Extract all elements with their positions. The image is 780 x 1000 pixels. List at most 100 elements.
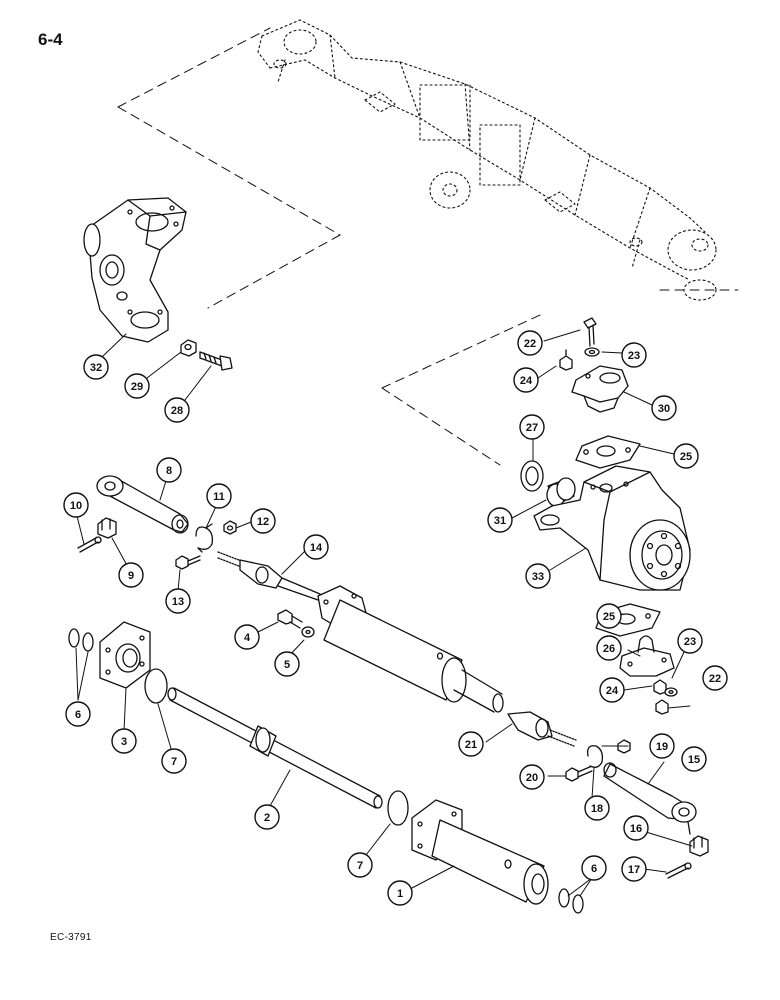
leader-lines bbox=[75, 329, 693, 897]
svg-text:24: 24 bbox=[606, 685, 619, 697]
callout-17: 17 bbox=[621, 856, 647, 882]
inner-tie-rod-part-21 bbox=[507, 711, 577, 747]
ball-joint-part-26 bbox=[619, 635, 675, 677]
knuckle-housing-part-32 bbox=[83, 197, 187, 343]
bolt-part-20 bbox=[565, 765, 593, 782]
callout-14: 14 bbox=[303, 534, 329, 560]
callout-23-lower: 23 bbox=[677, 628, 703, 654]
callout-31: 31 bbox=[487, 507, 513, 533]
callout-23-upper: 23 bbox=[621, 342, 647, 368]
callout-bubbles: 32 29 28 22 23 24 30 27 25 31 33 8 10 9 … bbox=[63, 330, 728, 906]
nut-part-29 bbox=[180, 339, 197, 357]
nut-part-12 bbox=[223, 520, 237, 535]
tie-rod-end-part-15 bbox=[603, 762, 697, 835]
castle-nut-part-9 bbox=[97, 517, 117, 539]
svg-text:24: 24 bbox=[520, 375, 533, 387]
washer-part-23-lower bbox=[664, 687, 678, 697]
svg-text:28: 28 bbox=[171, 405, 183, 417]
steering-knuckle-part-33 bbox=[533, 465, 691, 591]
grease-nipple-part-24-lower bbox=[653, 679, 667, 695]
castle-nut-part-16 bbox=[689, 835, 709, 857]
svg-text:22: 22 bbox=[709, 673, 721, 685]
svg-text:15: 15 bbox=[688, 754, 700, 766]
svg-text:19: 19 bbox=[656, 741, 668, 753]
callout-12: 12 bbox=[250, 508, 276, 534]
callout-8: 8 bbox=[156, 457, 182, 483]
svg-text:29: 29 bbox=[131, 381, 143, 393]
callout-24-lower: 24 bbox=[599, 677, 625, 703]
callout-21: 21 bbox=[458, 731, 484, 757]
callout-13: 13 bbox=[165, 588, 191, 614]
callout-16: 16 bbox=[623, 815, 649, 841]
o-ring-part-7-right bbox=[387, 790, 409, 826]
svg-text:16: 16 bbox=[630, 823, 642, 835]
piston-rod-part-2 bbox=[167, 687, 383, 809]
svg-text:7: 7 bbox=[171, 756, 177, 768]
svg-text:25: 25 bbox=[603, 611, 615, 623]
bolt-part-13 bbox=[175, 555, 201, 570]
svg-text:26: 26 bbox=[603, 643, 615, 655]
svg-text:21: 21 bbox=[465, 739, 477, 751]
svg-text:6: 6 bbox=[75, 709, 81, 721]
bushing-part-31 bbox=[546, 477, 576, 507]
bolt-part-22-lower bbox=[655, 699, 669, 715]
svg-text:8: 8 bbox=[166, 465, 172, 477]
gland-part-3 bbox=[99, 621, 151, 689]
callout-27: 27 bbox=[519, 414, 545, 440]
svg-text:1: 1 bbox=[397, 888, 403, 900]
callout-20: 20 bbox=[519, 764, 545, 790]
svg-text:20: 20 bbox=[526, 772, 538, 784]
callout-7-left: 7 bbox=[161, 748, 187, 774]
callout-10: 10 bbox=[63, 492, 89, 518]
callout-32: 32 bbox=[83, 354, 109, 380]
svg-text:9: 9 bbox=[128, 570, 134, 582]
dashed-reference-lines bbox=[117, 27, 739, 466]
callout-5: 5 bbox=[274, 651, 300, 677]
bolt-part-22-upper bbox=[583, 317, 597, 347]
shim-part-25-upper bbox=[575, 435, 641, 469]
tie-rod-end-part-8 bbox=[96, 475, 189, 534]
callout-29: 29 bbox=[124, 373, 150, 399]
steering-cylinder-upper bbox=[317, 585, 504, 713]
svg-text:12: 12 bbox=[257, 516, 269, 528]
svg-text:7: 7 bbox=[357, 860, 363, 872]
o-ring-part-7-left bbox=[144, 668, 168, 704]
svg-text:10: 10 bbox=[70, 500, 82, 512]
callout-19: 19 bbox=[649, 733, 675, 759]
svg-text:18: 18 bbox=[591, 803, 603, 815]
clamp-part-18 bbox=[587, 745, 604, 768]
bolt-part-4 bbox=[277, 609, 303, 629]
callout-9: 9 bbox=[118, 562, 144, 588]
svg-text:4: 4 bbox=[244, 632, 251, 644]
callout-24-upper: 24 bbox=[513, 367, 539, 393]
callout-7-right: 7 bbox=[347, 852, 373, 878]
callout-18: 18 bbox=[584, 795, 610, 821]
svg-text:5: 5 bbox=[284, 659, 290, 671]
svg-text:31: 31 bbox=[494, 515, 506, 527]
svg-text:32: 32 bbox=[90, 362, 102, 374]
bolt-part-28 bbox=[199, 351, 233, 371]
cotter-pin-part-17 bbox=[665, 862, 692, 879]
seal-part-27 bbox=[520, 460, 544, 492]
svg-text:23: 23 bbox=[684, 636, 696, 648]
callout-22-upper: 22 bbox=[517, 330, 543, 356]
svg-text:27: 27 bbox=[526, 422, 538, 434]
clamp-part-11 bbox=[195, 523, 214, 553]
svg-text:30: 30 bbox=[658, 403, 670, 415]
svg-text:17: 17 bbox=[628, 864, 640, 876]
callout-25-lower: 25 bbox=[596, 603, 622, 629]
svg-text:11: 11 bbox=[213, 491, 225, 503]
callout-6-left: 6 bbox=[65, 701, 91, 727]
svg-text:3: 3 bbox=[121, 736, 127, 748]
callout-26: 26 bbox=[596, 635, 622, 661]
callout-3: 3 bbox=[111, 728, 137, 754]
callout-15: 15 bbox=[681, 746, 707, 772]
svg-text:23: 23 bbox=[628, 350, 640, 362]
svg-text:13: 13 bbox=[172, 596, 184, 608]
callout-11: 11 bbox=[206, 483, 232, 509]
callout-25-upper: 25 bbox=[673, 443, 699, 469]
callout-4: 4 bbox=[234, 624, 260, 650]
washer-part-5 bbox=[301, 626, 315, 638]
callout-30: 30 bbox=[651, 395, 677, 421]
